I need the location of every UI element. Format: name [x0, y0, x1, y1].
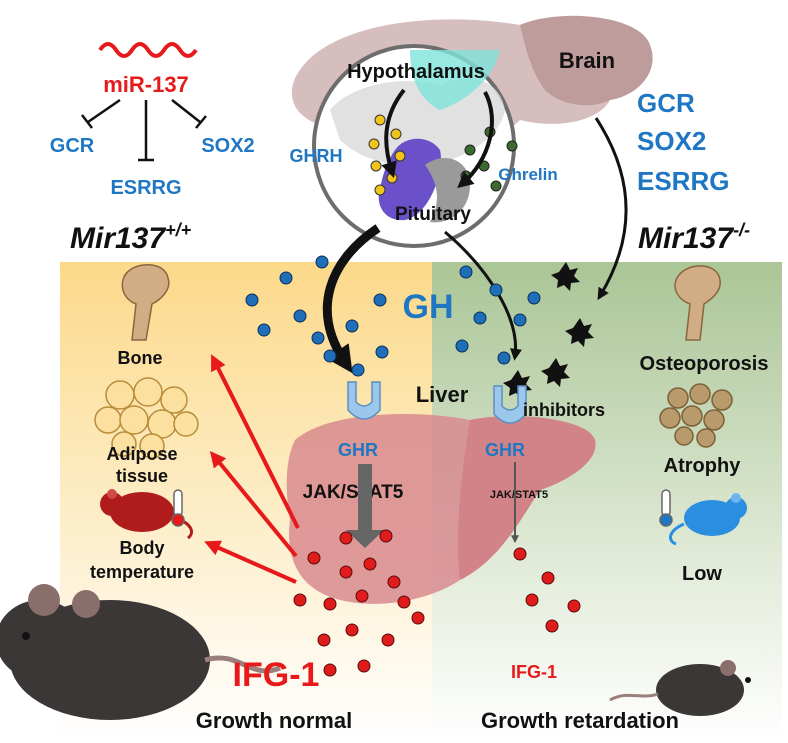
outcome-growth-normal: Growth normal — [196, 708, 352, 733]
brain-label: Brain — [559, 48, 615, 73]
bone-label: Bone — [118, 348, 163, 368]
liver-label: Liver — [416, 382, 469, 407]
mirna-target-esrrg: ESRRG — [110, 177, 181, 199]
pituitary-label: Pituitary — [395, 204, 471, 225]
ghrelin-arrow — [457, 91, 494, 189]
ghr-right-label: GHR — [485, 440, 525, 460]
atrophy-label: Atrophy — [664, 455, 742, 477]
thermometer-icon — [171, 489, 185, 527]
mirna-squiggle-icon — [98, 42, 198, 58]
outcome-growth-retardation: Growth retardation — [481, 708, 679, 733]
body-temperature-line2: temperature — [90, 562, 194, 582]
ghrh-label: GHRH — [290, 146, 343, 166]
adipose-label-line2: tissue — [116, 466, 168, 486]
liver-illustration — [286, 414, 596, 604]
jak-stat5-left-label: JAK/STAT5 — [303, 482, 404, 503]
igf1-to-temperature-arrow — [204, 540, 297, 584]
brain-target-gcr: GCR — [637, 88, 695, 118]
normal-mouse-icon — [100, 489, 193, 540]
jak-stat5-left-arrow — [346, 464, 384, 548]
wildtype-genotype-label: Mir137+/+ — [70, 220, 192, 255]
inhibitors-label: inhibitors — [523, 400, 605, 420]
mirna-inhibition-lines — [81, 98, 207, 162]
ghrelin-label: Ghrelin — [498, 165, 558, 184]
brain-target-sox2: SOX2 — [637, 126, 706, 156]
mirna-target-sox2: SOX2 — [201, 135, 254, 157]
gh-secretion-arrow-left — [322, 224, 381, 374]
ghr-receptor-left-icon — [347, 381, 381, 420]
knockout-genotype-label: Mir137-/- — [638, 220, 750, 255]
gh-label: GH — [403, 288, 454, 326]
igf1-left-label: IFG-1 — [233, 656, 320, 694]
hypothalamus-label: Hypothalamus — [347, 61, 485, 83]
small-mouse-image — [609, 660, 751, 716]
adipose-label-line1: Adipose — [106, 444, 177, 464]
normal-size-mouse-image — [0, 584, 281, 720]
adipose-tissue-icon — [94, 377, 199, 459]
brain-to-inhibitors-arrow — [594, 117, 628, 301]
brain-target-esrrg: ESRRG — [637, 166, 729, 196]
low-temperature-label: Low — [682, 563, 722, 585]
osteoporosis-label: Osteoporosis — [640, 353, 769, 375]
jak-stat5-right-label: JAK/STAT5 — [490, 489, 548, 501]
igf1-right-label: IFG-1 — [511, 662, 557, 682]
cold-thermometer-icon — [659, 489, 673, 527]
igf1-to-adipose-arrow — [209, 451, 298, 558]
igf1-granules — [293, 529, 581, 677]
healthy-bone-icon — [121, 264, 170, 341]
ghr-receptor-right-icon — [493, 385, 527, 424]
inhibitor-stars — [503, 262, 594, 399]
atrophied-adipose-icon — [659, 383, 733, 448]
gh-granules — [245, 255, 541, 377]
mirna-label: miR-137 — [103, 72, 189, 97]
ghr-left-label: GHR — [338, 440, 378, 460]
mirna-target-gcr: GCR — [50, 135, 95, 157]
osteoporotic-bone-icon — [674, 265, 721, 341]
ghrh-arrow — [381, 88, 406, 179]
body-temperature-line1: Body — [120, 538, 165, 558]
igf1-to-bone-arrow — [211, 354, 300, 529]
cold-mouse-icon — [668, 493, 747, 546]
